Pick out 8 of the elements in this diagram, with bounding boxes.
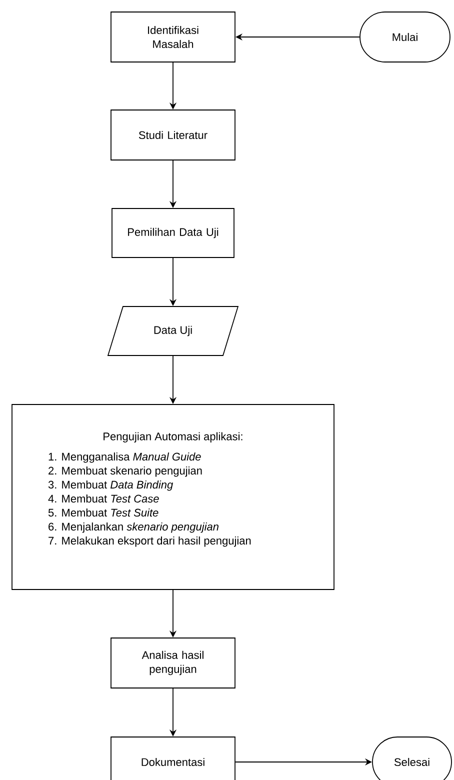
start-terminal: Mulai bbox=[360, 12, 450, 62]
process-box: Pemilihan Data Uji bbox=[112, 208, 234, 258]
process-box: Dokumentasi bbox=[110, 736, 236, 780]
end-terminal: Selesai bbox=[372, 736, 452, 780]
process-box: Identifikasi Masalah bbox=[110, 12, 236, 62]
process-box: Studi Literatur bbox=[110, 110, 236, 160]
process-box: Pengujian Automasi aplikasi: 1. Mengganalisa Manual Guide 2. Membuat skenario pengujian 3. Membuat Data Binding 4. Membuat Test Case 5. Membuat Test Suite 6. Menjalankan skenario pengujian 7. Melakukan eksport dari hasil pengujian bbox=[12, 404, 334, 590]
process-box: Analisa hasil pengujian bbox=[110, 638, 236, 688]
